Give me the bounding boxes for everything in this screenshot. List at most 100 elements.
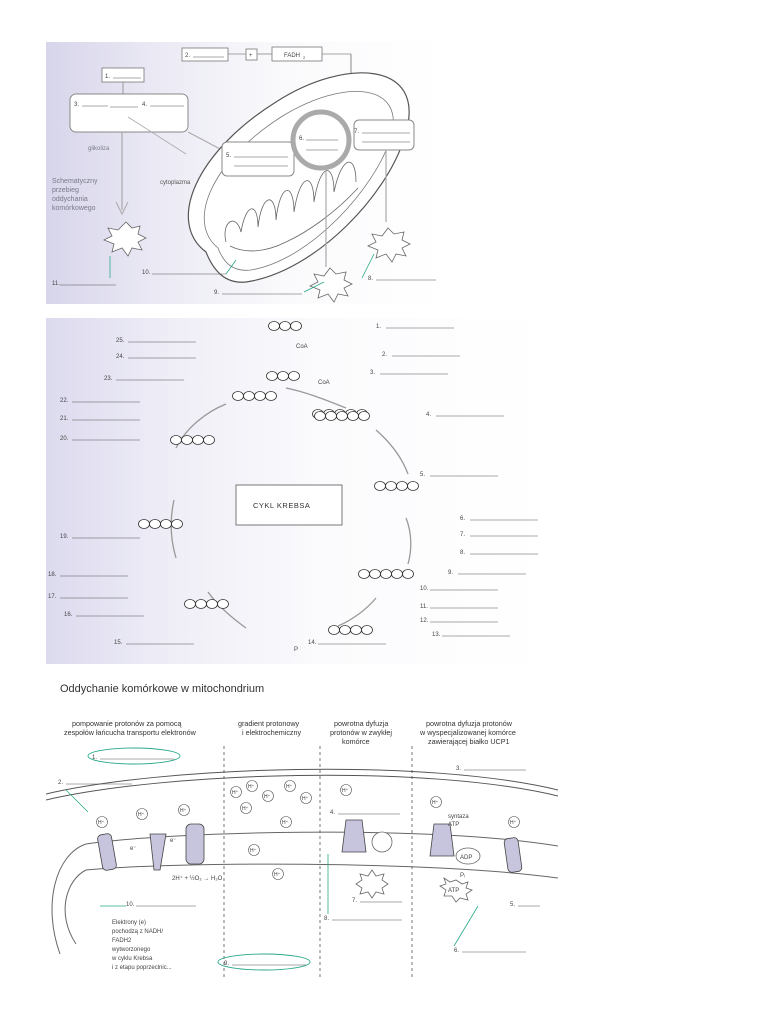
- pi-label: Pᵢ: [460, 873, 465, 879]
- proton-circle: [246, 780, 258, 792]
- left-blank-label: 18.: [48, 572, 57, 578]
- coa-top-label: CoA: [296, 344, 308, 350]
- plus-sign: +: [249, 53, 253, 59]
- left-blank-label: 23.: [104, 376, 113, 382]
- proton-circle: [248, 844, 260, 856]
- synthase-label-1: syntaza: [448, 814, 469, 820]
- carbon-atom: [265, 391, 277, 401]
- blank-3-label: 3.: [456, 766, 461, 772]
- atp-synthase-col3: [341, 819, 367, 853]
- proton-label: H⁺: [302, 796, 309, 802]
- right-blank-label: 4.: [426, 412, 431, 418]
- energy-burst-col4: [439, 877, 473, 903]
- proton-label: H⁺: [250, 848, 257, 854]
- left-blank-label: 25.: [116, 338, 125, 344]
- glikoliza-label: glikoliza: [88, 146, 110, 152]
- right-blank-label: 2.: [382, 352, 387, 358]
- blank-11-label: 11.: [52, 281, 60, 287]
- proton-label: H⁺: [232, 790, 239, 796]
- blank-2-label: 2.: [185, 53, 190, 59]
- left-blank-label: 21.: [60, 416, 69, 422]
- proton-circle: [340, 784, 352, 796]
- outer-membrane: [46, 768, 558, 795]
- coa-bottom-label: CoA: [318, 380, 330, 386]
- carbon-atom: [160, 519, 172, 529]
- note-line-1: Elektrony (e): [112, 920, 146, 926]
- ucp1-protein: [503, 837, 523, 873]
- left-blank-label: 20.: [60, 436, 69, 442]
- blank-6-label: 6.: [454, 948, 459, 954]
- blank-10-label: 10.: [126, 902, 135, 908]
- proton-label: H⁺: [510, 820, 517, 826]
- carbon-atom: [358, 569, 370, 579]
- right-blank-label: 11.: [420, 604, 428, 610]
- blank-8-label: 8.: [324, 916, 329, 922]
- carbon-atom: [138, 519, 150, 529]
- right-blank-label: 1.: [376, 324, 381, 330]
- left-blank-label: 15.: [114, 640, 123, 646]
- fadh-subscript: 2: [303, 55, 306, 60]
- carbon-atom: [217, 599, 229, 609]
- krebs-cycle-panel: CYKL KREBSA CoA CoA P 1.2.3.4.5.6.7.8.9.…: [46, 318, 550, 664]
- carbon-atom: [171, 519, 183, 529]
- carbon-atom: [350, 625, 362, 635]
- proton-label: H⁺: [242, 806, 249, 812]
- carbon-atom: [170, 435, 182, 445]
- proton-label: H⁺: [274, 872, 281, 878]
- left-blank-label: 22.: [60, 398, 69, 404]
- carbon-atom: [339, 625, 351, 635]
- carbon-atom: [380, 569, 392, 579]
- carbon-atom: [374, 481, 386, 491]
- proton-circle: [430, 796, 442, 808]
- right-blank-label: 7.: [460, 532, 465, 538]
- carbon-atom: [407, 481, 419, 491]
- col4-header-line-3: zawierającej białko UCP1: [428, 737, 510, 746]
- proton-markers: H⁺H⁺H⁺H⁺H⁺H⁺H⁺H⁺H⁺H⁺H⁺H⁺H⁺H⁺H⁺: [96, 780, 520, 880]
- energy-burst-bottom: [309, 267, 353, 303]
- blank-5-label: 5.: [226, 153, 231, 159]
- blank-10-label: 10.: [142, 270, 151, 276]
- carbon-atom: [358, 411, 370, 421]
- blank-1-label: 1.: [105, 74, 110, 80]
- carbon-atom: [328, 625, 340, 635]
- col4-header-line-2: w wyspecjalizowanej komórce: [419, 728, 516, 737]
- mitochondrion: [187, 72, 410, 283]
- cytoplazma-label: cytoplazma: [160, 180, 191, 186]
- note-line-3: FADH2: [112, 938, 132, 944]
- energy-burst-right: [367, 227, 411, 263]
- left-blank-label: 16.: [64, 612, 73, 618]
- proton-circle: [262, 790, 274, 802]
- proton-label: H⁺: [138, 812, 145, 818]
- proton-label: H⁺: [248, 784, 255, 790]
- electron-transport-complexes: [97, 823, 205, 871]
- note-line-4: wytworzonego: [111, 947, 151, 953]
- electron-note: Elektrony (e) pochodzą z NADH/ FADH2 wyt…: [111, 920, 172, 971]
- col2-header-line-2: i elektrochemiczny: [242, 728, 302, 737]
- energy-burst-left: [103, 221, 147, 257]
- carbon-atom: [385, 481, 397, 491]
- carbon-atom: [254, 391, 266, 401]
- carbon-atom: [325, 411, 337, 421]
- atp-synthase-col4: [429, 823, 455, 857]
- inner-membrane: [85, 831, 558, 847]
- proton-circle: [178, 804, 190, 816]
- panel-title: Oddychanie komórkowe w mitochondrium: [60, 683, 264, 695]
- proton-label: H⁺: [180, 808, 187, 814]
- carbon-atom: [402, 569, 414, 579]
- box-5: [221, 141, 295, 177]
- carbon-atom: [391, 569, 403, 579]
- right-blank-label: 9.: [448, 570, 453, 576]
- carbon-atom: [184, 599, 196, 609]
- synthase-label-2: ATP: [448, 822, 459, 828]
- membrane-diagram: Oddychanie komórkowe w mitochondrium pom…: [46, 683, 558, 978]
- adp-label: ADP: [460, 855, 472, 861]
- col1-header-line-1: pompowanie protonów za pomocą: [72, 719, 181, 728]
- proton-label: H⁺: [286, 784, 293, 790]
- proton-circle: [136, 808, 148, 820]
- adp-oval: [455, 847, 481, 865]
- blank-7-label: 7.: [354, 129, 359, 135]
- overview-diagram: 2. + FADH 2 1. 3. 4. glikoliza Schematyc…: [52, 46, 436, 303]
- col2-header-line-1: gradient protonowy: [238, 719, 300, 728]
- side-title: Schematyczny przebieg oddychania komórko…: [52, 178, 98, 212]
- carbon-atom: [290, 321, 302, 331]
